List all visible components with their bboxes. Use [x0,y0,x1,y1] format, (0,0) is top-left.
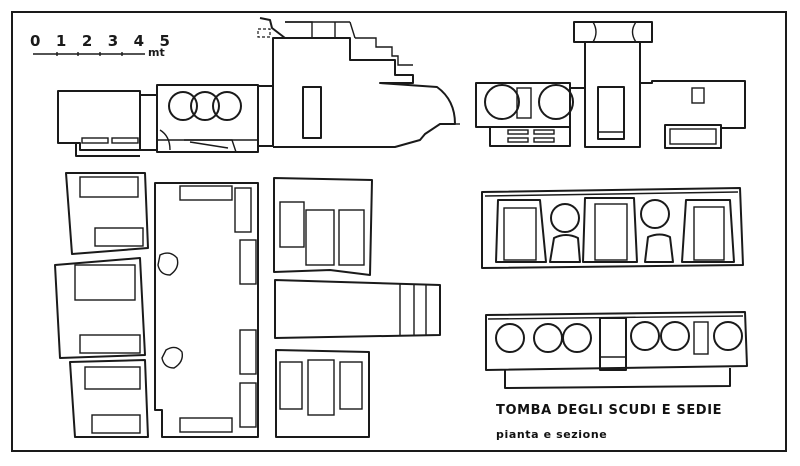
figure-title: TOMBA DEGLI SCUDI E SEDIE [496,403,723,418]
scale-tick-5: 5 [159,32,170,50]
scale-unit: mt [148,46,165,59]
scale-tick-2: 2 [81,32,93,50]
cross-section [475,21,746,149]
scale-tick-1: 1 [55,32,67,50]
wall-elevation-2 [485,311,748,389]
longitudinal-section [57,17,460,157]
plan [54,172,441,438]
scale-tick-4: 4 [133,32,145,50]
scale-bar [33,52,145,56]
figure-subtitle: pianta e sezione [496,428,608,441]
drawing-frame [11,11,787,452]
scale-tick-3: 3 [107,32,119,50]
scale-tick-0: 0 [30,32,41,50]
wall-elevation-1 [481,187,744,269]
scale-bar-numbers: 0 1 2 3 4 5 [30,32,170,50]
